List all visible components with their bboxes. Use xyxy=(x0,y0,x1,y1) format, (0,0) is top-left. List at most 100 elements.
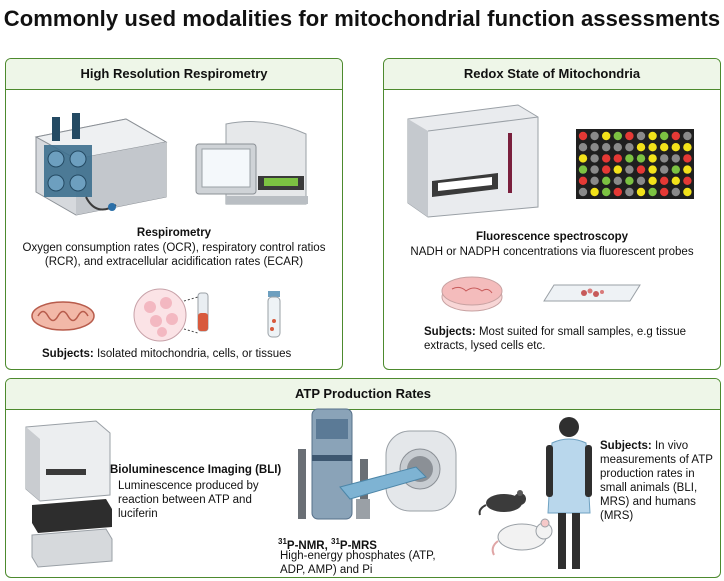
panel-redox: Redox State of Mitochondria Fluorescence… xyxy=(383,58,721,370)
well xyxy=(660,165,669,174)
panel-respirometry: High Resolution Respirometry Respirometr… xyxy=(5,58,343,370)
respirometry-subjects: Subjects: Isolated mitochondria, cells, … xyxy=(42,347,342,361)
tissue-slide-icon xyxy=(543,284,641,302)
well xyxy=(683,143,692,152)
panel-atp-heading: ATP Production Rates xyxy=(6,379,720,410)
well xyxy=(683,154,692,163)
well xyxy=(625,176,634,185)
nmr-p2: P-MRS xyxy=(339,539,377,552)
well xyxy=(602,154,611,163)
well xyxy=(613,165,622,174)
well xyxy=(660,143,669,152)
well xyxy=(660,131,669,141)
petri-dish-icon xyxy=(441,276,503,312)
mouse-white-icon xyxy=(491,518,553,556)
well xyxy=(636,154,646,163)
well xyxy=(671,165,680,174)
mri-scanner-icon xyxy=(339,430,457,519)
redox-method-title: Fluorescence spectroscopy xyxy=(475,231,629,243)
well xyxy=(648,176,657,185)
well xyxy=(636,176,646,185)
nmr-title: 31P-NMR, 31P-MRS xyxy=(278,535,478,553)
figure-title: Commonly used modalities for mitochondri… xyxy=(3,6,721,31)
nmr-sup-2: 31 xyxy=(331,537,340,546)
well xyxy=(590,131,599,141)
well xyxy=(613,154,622,163)
redox-subjects-text: Most suited for small samples, e.g tissu… xyxy=(424,326,687,352)
nmr-sup-1: 31 xyxy=(278,537,287,546)
well xyxy=(625,143,634,152)
well xyxy=(648,131,657,141)
respirometry-subjects-label: Subjects: xyxy=(42,348,94,360)
well xyxy=(683,176,692,185)
flux-analyzer-icon xyxy=(195,121,308,205)
well xyxy=(636,165,646,174)
well xyxy=(648,187,657,197)
human-patient-icon xyxy=(546,417,592,569)
redox-method-desc: NADH or NADPH concentrations via fluores… xyxy=(410,246,694,258)
well xyxy=(683,187,692,197)
well xyxy=(648,154,657,163)
well xyxy=(660,154,669,163)
cells-icon xyxy=(133,288,209,342)
well xyxy=(671,131,680,141)
well xyxy=(578,143,588,152)
respirometry-method-desc: Oxygen consumption rates (OCR), respirat… xyxy=(22,242,326,268)
well xyxy=(590,187,599,197)
well xyxy=(625,154,634,163)
bli-desc: Luminescence produced by reaction betwee… xyxy=(118,480,259,520)
panel-respirometry-heading: High Resolution Respirometry xyxy=(6,59,342,90)
well-plate-icon xyxy=(576,129,694,199)
bli-imager-icon xyxy=(25,420,113,568)
well xyxy=(578,176,588,185)
tissue-tube-icon xyxy=(267,291,281,338)
redox-subjects: Subjects: Most suited for small samples,… xyxy=(424,325,696,353)
mouse-dark-icon xyxy=(478,490,526,516)
well xyxy=(636,131,646,141)
well xyxy=(602,165,611,174)
bli-title: Bioluminescence Imaging (BLI) xyxy=(110,464,282,476)
well xyxy=(578,131,588,141)
respirometer-icon xyxy=(34,113,168,216)
panel-redox-heading: Redox State of Mitochondria xyxy=(384,59,720,90)
well xyxy=(683,131,692,141)
respirometry-method-title: Respirometry xyxy=(136,227,212,239)
well xyxy=(578,154,588,163)
well xyxy=(578,187,588,197)
well xyxy=(578,165,588,174)
well xyxy=(671,143,680,152)
panel-atp: ATP Production Rates Bioluminescence Ima… xyxy=(5,378,721,578)
well xyxy=(660,187,669,197)
well xyxy=(613,187,622,197)
well xyxy=(602,143,611,152)
well xyxy=(590,143,599,152)
well xyxy=(602,187,611,197)
respirometry-subjects-text: Isolated mitochondria, cells, or tissues xyxy=(93,348,292,360)
well xyxy=(625,131,634,141)
nmr-desc: High-energy phosphates (ATP, ADP, AMP) a… xyxy=(280,550,436,576)
well xyxy=(671,154,680,163)
well xyxy=(625,165,634,174)
well xyxy=(602,131,611,141)
atp-subjects-label: Subjects: xyxy=(600,440,652,452)
redox-subjects-label: Subjects: xyxy=(424,326,476,338)
well xyxy=(636,143,646,152)
well xyxy=(590,165,599,174)
well xyxy=(648,165,657,174)
mitochondrion-icon xyxy=(31,301,95,331)
well xyxy=(613,143,622,152)
well xyxy=(613,131,622,141)
well xyxy=(683,165,692,174)
atp-subjects-text: In vivo measurements of ATP production r… xyxy=(600,440,713,522)
well xyxy=(602,176,611,185)
atp-subjects: Subjects: In vivo measurements of ATP pr… xyxy=(600,439,716,523)
well xyxy=(590,154,599,163)
well xyxy=(671,176,680,185)
well xyxy=(636,187,646,197)
well xyxy=(671,187,680,197)
well xyxy=(625,187,634,197)
plate-reader-icon xyxy=(407,104,539,218)
well xyxy=(648,143,657,152)
well xyxy=(613,176,622,185)
nmr-p1: P-NMR, xyxy=(286,539,331,552)
